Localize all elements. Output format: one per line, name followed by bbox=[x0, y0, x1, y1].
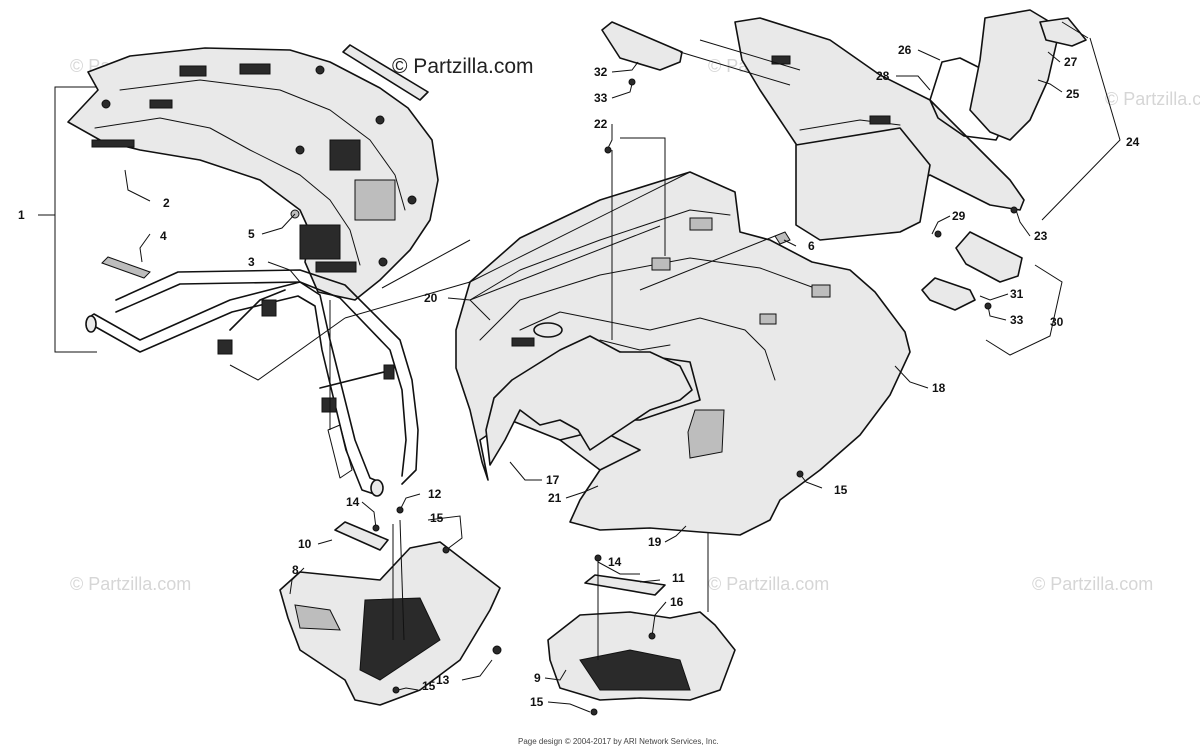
callout-3: 3 bbox=[248, 255, 255, 269]
brand-copyright: © Partzilla.com bbox=[392, 55, 534, 78]
group-24-bracket-end bbox=[1061, 21, 1089, 39]
callout-5: 5 bbox=[248, 227, 255, 241]
callout-9: 9 bbox=[534, 671, 541, 685]
callout-33-top: 33 bbox=[594, 91, 608, 105]
group-24-bracket bbox=[1041, 37, 1121, 221]
watermark-bottom-left: © Partzilla.com bbox=[70, 574, 191, 594]
callout-14-right: 14 bbox=[608, 555, 622, 569]
rack-decal-part bbox=[342, 44, 429, 101]
callout-23: 23 bbox=[1034, 229, 1048, 243]
callout-4: 4 bbox=[160, 229, 167, 243]
rack-frame-decal-part bbox=[101, 256, 151, 279]
callout-30: 30 bbox=[1050, 315, 1064, 329]
callout-28: 28 bbox=[876, 69, 890, 83]
callout-13: 13 bbox=[436, 673, 450, 687]
fasteners bbox=[372, 78, 1018, 716]
bracket-30-part bbox=[955, 231, 1023, 283]
callout-27: 27 bbox=[1064, 55, 1078, 69]
callout-10: 10 bbox=[298, 537, 312, 551]
callout-33-right: 33 bbox=[1010, 313, 1024, 327]
footpeg-11-part bbox=[584, 574, 666, 596]
callout-15-left-top: 15 bbox=[430, 511, 444, 525]
callout-25: 25 bbox=[1066, 87, 1080, 101]
callout-20: 20 bbox=[424, 291, 438, 305]
callout-14-left: 14 bbox=[346, 495, 360, 509]
callout-18: 18 bbox=[932, 381, 946, 395]
box-latch-part bbox=[1039, 17, 1087, 47]
callout-17: 17 bbox=[546, 473, 560, 487]
callout-21: 21 bbox=[548, 491, 562, 505]
group-1-bracket bbox=[38, 86, 97, 353]
watermark-bottom-mid: © Partzilla.com bbox=[708, 574, 829, 594]
callout-15-bottom: 15 bbox=[530, 695, 544, 709]
rear-rack-part bbox=[67, 47, 439, 301]
guide-lines bbox=[229, 39, 801, 660]
callout-12: 12 bbox=[428, 487, 442, 501]
callout-16: 16 bbox=[670, 595, 684, 609]
bracket-31-part bbox=[921, 277, 976, 311]
callout-19: 19 bbox=[648, 535, 662, 549]
footpeg-10-part bbox=[334, 521, 389, 551]
callout-26: 26 bbox=[898, 43, 912, 57]
callout-8: 8 bbox=[292, 563, 299, 577]
watermark-bottom-right: © Partzilla.com bbox=[1032, 574, 1153, 594]
callout-leaders bbox=[124, 49, 1063, 713]
callout-24: 24 bbox=[1126, 135, 1140, 149]
callout-15-fender: 15 bbox=[834, 483, 848, 497]
rack-frame-part bbox=[85, 269, 419, 497]
callout-15-left-bottom: 15 bbox=[422, 679, 436, 693]
callout-labels: 1 2 3 4 5 6 8 9 10 11 12 13 14 14 15 15 … bbox=[18, 43, 1140, 709]
inner-fender-part bbox=[485, 335, 693, 466]
group-30-bracket bbox=[985, 264, 1063, 356]
watermark-far-right: © Partzilla.com bbox=[1105, 89, 1200, 109]
callout-29: 29 bbox=[952, 209, 966, 223]
left-footwell-part bbox=[279, 541, 502, 706]
callout-22: 22 bbox=[594, 117, 608, 131]
callout-32: 32 bbox=[594, 65, 608, 79]
callout-11: 11 bbox=[672, 571, 685, 585]
callout-2: 2 bbox=[163, 196, 170, 210]
page-footer: Page design © 2004-2017 by ARI Network S… bbox=[518, 737, 719, 746]
bracket-32-part bbox=[601, 21, 683, 71]
callout-1: 1 bbox=[18, 208, 25, 222]
callout-6: 6 bbox=[808, 239, 815, 253]
right-footwell-part bbox=[547, 611, 736, 701]
callout-31: 31 bbox=[1010, 287, 1024, 301]
box-lid-part bbox=[969, 9, 1061, 141]
